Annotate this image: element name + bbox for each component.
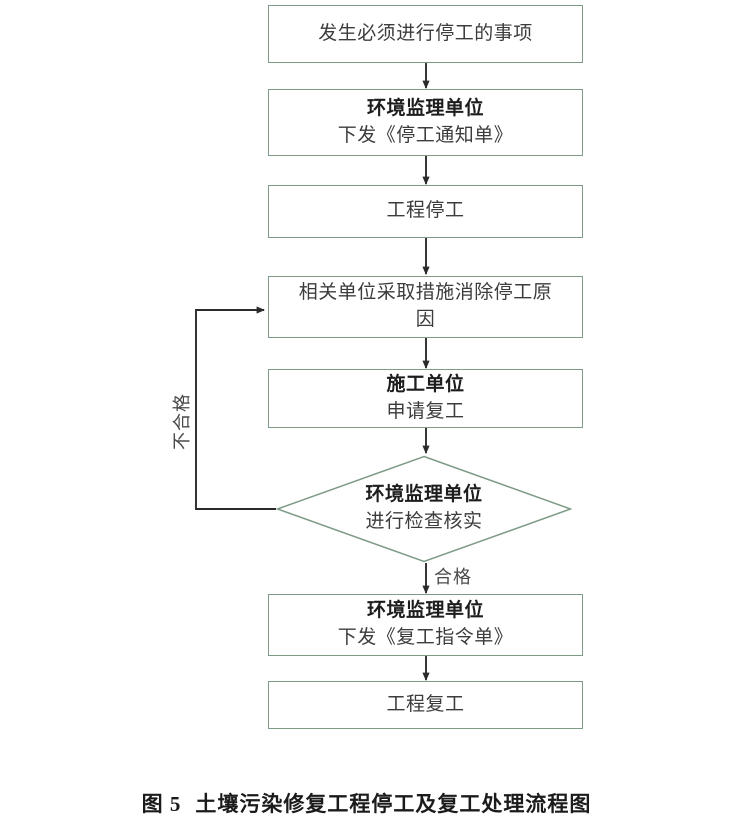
caption-title: 土壤污染修复工程停工及复工处理流程图	[195, 792, 592, 816]
node-stoppage-trigger[interactable]: 发生必须进行停工的事项	[268, 5, 583, 63]
caption-number: 图 5	[141, 792, 182, 816]
node-line: 申请复工	[386, 400, 465, 422]
node-issue-stop-notice[interactable]: 环境监理单位 下发《停工通知单》	[268, 89, 583, 156]
node-line: 发生必须进行停工的事项	[318, 22, 533, 44]
node-line: 工程复工	[386, 693, 465, 715]
node-line: 环境监理单位	[365, 484, 483, 506]
diamond-shape	[276, 455, 572, 563]
node-line: 施工单位	[386, 373, 465, 395]
node-line: 环境监理单位	[366, 97, 484, 119]
node-line: 环境监理单位	[366, 600, 484, 622]
node-line: 进行检查核实	[365, 511, 483, 532]
node-line: 下发《停工通知单》	[337, 124, 514, 146]
node-project-stopped[interactable]: 工程停工	[268, 185, 583, 238]
node-line: 工程停工	[386, 200, 465, 222]
figure-caption: 图 5 土壤污染修复工程停工及复工处理流程图	[0, 788, 733, 818]
edge-label-fail: 不合格	[172, 393, 192, 450]
node-inspection-decision[interactable]: 环境监理单位 进行检查核实	[276, 455, 572, 563]
node-line: 下发《复工指令单》	[337, 627, 514, 648]
node-project-resumed[interactable]: 工程复工	[268, 681, 583, 729]
node-issue-resume-order[interactable]: 环境监理单位 下发《复工指令单》	[268, 594, 583, 656]
node-apply-resume-work[interactable]: 施工单位 申请复工	[268, 369, 583, 428]
node-line: 相关单位采取措施消除停工原	[298, 282, 553, 304]
node-line: 因	[415, 309, 436, 330]
diamond-text: 环境监理单位 进行检查核实	[365, 482, 482, 536]
edge-label-pass: 合格	[434, 567, 472, 587]
node-remove-stoppage-cause[interactable]: 相关单位采取措施消除停工原 因	[268, 276, 583, 338]
edge-n6-n4-loop	[195, 306, 276, 510]
